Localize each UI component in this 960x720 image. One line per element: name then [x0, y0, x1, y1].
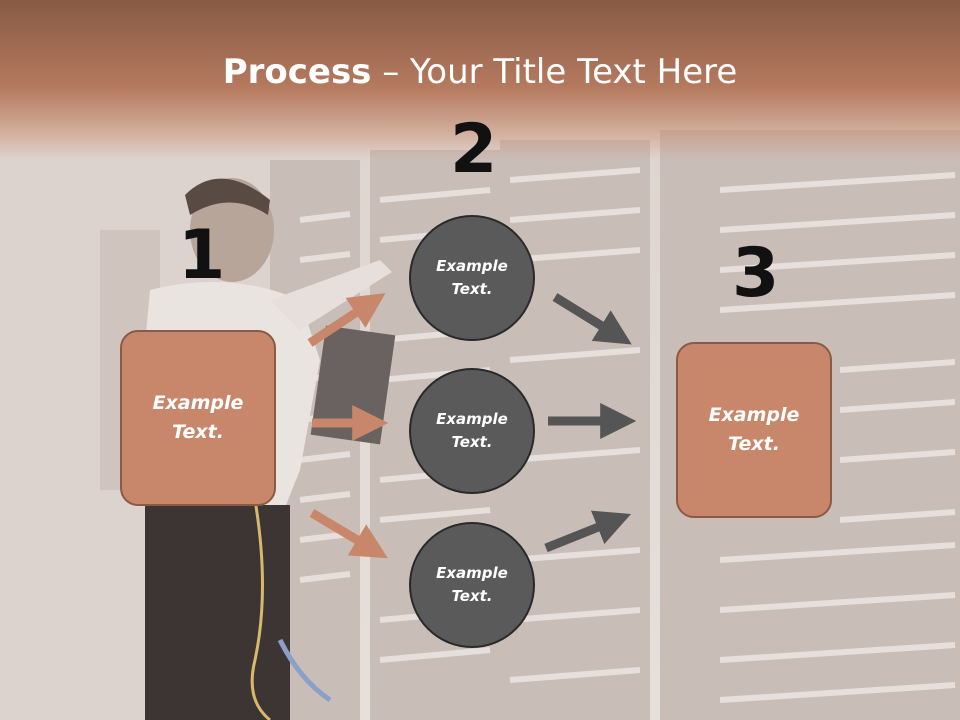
step-2-circle-bottom-text: Example Text.: [436, 564, 508, 605]
step-number-2: 2: [450, 110, 498, 189]
step-2-circle-top-text: Example Text.: [436, 257, 508, 298]
arrow-bottom-to-3: [544, 510, 632, 553]
arrow-top-to-3: [552, 293, 632, 345]
title-band: [0, 0, 960, 160]
step-2-circle-bottom[interactable]: Example Text.: [409, 522, 535, 648]
step-3-text: Example Text.: [708, 404, 800, 455]
step-3-box[interactable]: Example Text.: [676, 342, 832, 518]
title-rest: – Your Title Text Here: [371, 52, 738, 92]
step-number-1: 1: [178, 216, 226, 295]
step-2-circle-middle-text: Example Text.: [436, 410, 508, 451]
arrow-1-to-bottom: [309, 509, 388, 559]
step-2-circle-middle[interactable]: Example Text.: [409, 368, 535, 494]
step-2-circle-top[interactable]: Example Text.: [409, 215, 535, 341]
step-1-box[interactable]: Example Text.: [120, 330, 276, 506]
title-bold: Process: [222, 52, 372, 92]
step-number-3: 3: [732, 234, 780, 313]
slide-title: Process – Your Title Text Here: [0, 52, 960, 92]
arrow-1-to-top: [307, 293, 386, 347]
step-1-text: Example Text.: [152, 392, 244, 443]
